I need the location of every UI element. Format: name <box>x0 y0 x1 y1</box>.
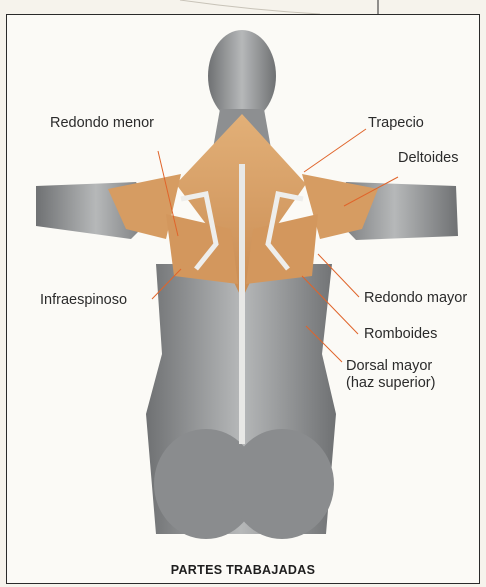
leader-trapecio <box>304 129 366 172</box>
right-gluteus <box>230 429 334 539</box>
top-decoration <box>0 0 486 14</box>
figure-caption: PARTES TRABAJADAS <box>0 563 486 577</box>
back-muscles-illustration <box>6 14 480 554</box>
label-deltoides: Deltoides <box>398 150 458 166</box>
label-dorsal-mayor-line2: (haz superior) <box>346 375 435 391</box>
label-infraespinoso: Infraespinoso <box>40 292 127 308</box>
label-trapecio: Trapecio <box>368 115 424 131</box>
label-redondo-menor: Redondo menor <box>50 115 154 131</box>
label-dorsal-mayor-line1: Dorsal mayor <box>346 358 432 374</box>
label-romboides: Romboides <box>364 326 437 342</box>
head <box>208 30 276 122</box>
label-redondo-mayor: Redondo mayor <box>364 290 467 306</box>
